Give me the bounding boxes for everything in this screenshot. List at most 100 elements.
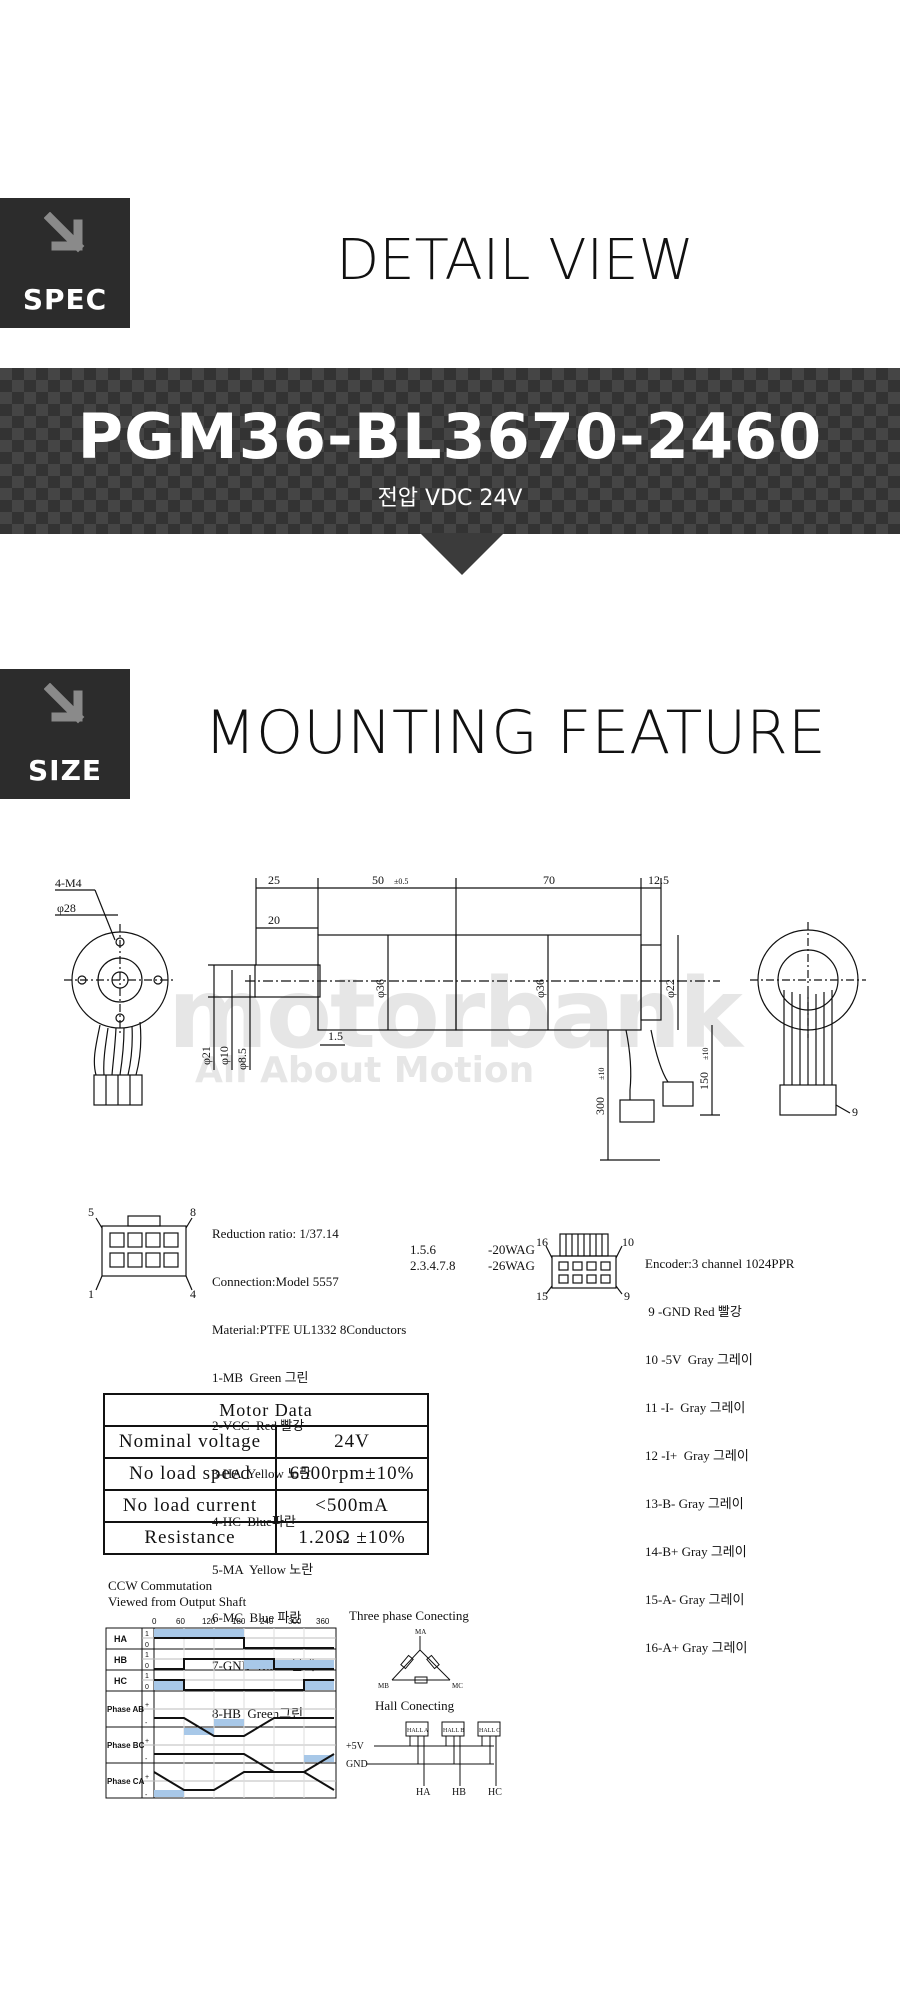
awg-value-2: -26WAG (488, 1258, 535, 1273)
row-label-phase-ca: Phase CA (107, 1777, 145, 1786)
pin-15-label: 15 (536, 1289, 548, 1302)
dim-phi10: φ10 (217, 1046, 231, 1065)
table-row: No load speed 6500rpm±10% (103, 1457, 429, 1491)
row-label-hb: HB (114, 1655, 127, 1665)
detail-view-title: DETAIL VIEW (336, 228, 694, 293)
pin-5-label: 5 (88, 1208, 94, 1219)
table-header-row: Motor Data (103, 1393, 429, 1427)
angle-label: 360 (316, 1617, 330, 1626)
dim-pm10b: ±10 (701, 1048, 710, 1060)
dim-4m4: 4-M4 (55, 876, 82, 890)
spec-line: 11 -I- Gray 그레이 (645, 1400, 746, 1415)
level-label: - (145, 1756, 148, 1763)
dim-phi8-5: φ8.5 (235, 1048, 249, 1070)
dim-phi21: φ21 (199, 1046, 213, 1065)
commutation-title-1: CCW Commutation (108, 1578, 213, 1593)
dim-70: 70 (543, 873, 555, 887)
spec-lines-right: Encoder:3 channel 1024PPR 9 -GND Red 빨강 … (645, 1224, 794, 1672)
row-label-phase-ab: Phase AB (107, 1705, 144, 1714)
awg-group-2: 2.3.4.7.8 (410, 1258, 456, 1273)
row-value: 24V (275, 1425, 429, 1459)
level-label: 0 (145, 1684, 149, 1691)
level-label: - (145, 1720, 148, 1727)
spec-line: 5-MA Yellow 노란 (212, 1562, 314, 1577)
hall-box-a: HALL A (407, 1728, 429, 1734)
mounting-feature-title: MOUNTING FEATURE (204, 698, 826, 768)
dim-300: 300 (593, 1097, 607, 1115)
spec-line: 9 -GND Red 빨강 (645, 1304, 742, 1319)
table-row: Nominal voltage 24V (103, 1425, 429, 1459)
dim-pm10a: ±10 (597, 1068, 606, 1080)
row-value: 6500rpm±10% (275, 1457, 429, 1491)
awg-value-1: -20WAG (488, 1242, 535, 1257)
spec-line: Material:PTFE UL1332 8Conductors (212, 1322, 407, 1337)
pin-1-label: 1 (88, 1287, 94, 1300)
table-row: Resistance 1.20Ω ±10% (103, 1521, 429, 1555)
pin-10-label: 10 (622, 1235, 634, 1249)
spec-line: Reduction ratio: 1/37.14 (212, 1226, 339, 1241)
commutation-diagram: 0 60 120 180 240 300 360 (105, 1617, 337, 1799)
watermark-slogan: All About Motion (195, 1050, 535, 1091)
dim-phi36a: φ36 (373, 979, 387, 998)
model-name: PGM36-BL3670-2460 (77, 400, 823, 473)
level-label: 0 (145, 1663, 149, 1670)
angle-label: 120 (202, 1617, 216, 1626)
table-row: No load current <500mA (103, 1489, 429, 1523)
hall-title: Hall Conecting (375, 1698, 455, 1713)
row-label: No load speed (103, 1457, 277, 1491)
level-label: - (145, 1792, 148, 1799)
connector-left-drawing: 5 8 1 4 (88, 1208, 196, 1300)
angle-label: 300 (288, 1617, 302, 1626)
model-banner (0, 368, 900, 534)
mb-label: MB (378, 1682, 389, 1690)
spec-line: 15-A- Gray 그레이 (645, 1592, 745, 1607)
spec-line: Encoder:3 channel 1024PPR (645, 1256, 795, 1271)
three-phase-diagram: MA MB MC (378, 1628, 463, 1690)
row-label: No load current (103, 1489, 277, 1523)
spec-line: 12 -I+ Gray 그레이 (645, 1448, 749, 1463)
level-label: + (145, 1774, 149, 1781)
dim-9: 9 (852, 1105, 858, 1119)
row-value: <500mA (275, 1489, 429, 1523)
row-label-hc: HC (114, 1676, 127, 1686)
spec-line: Connection:Model 5557 (212, 1274, 339, 1289)
commutation-title-2: Viewed from Output Shaft (108, 1594, 247, 1609)
banner-notch (420, 533, 504, 575)
dim-150: 150 (697, 1072, 711, 1090)
dim-12-5: 12.5 (648, 873, 669, 887)
row-label-phase-bc: Phase BC (107, 1741, 145, 1750)
three-phase-title: Three phase Conecting (349, 1608, 469, 1623)
dim-phi28: φ28 (57, 901, 76, 915)
pin-16-label: 16 (536, 1235, 548, 1249)
ma-label: MA (415, 1628, 426, 1636)
arrow-down-right-icon (44, 683, 85, 724)
dim-20: 20 (268, 913, 280, 927)
spec-line: 14-B+ Gray 그레이 (645, 1544, 747, 1559)
dim-phi22: φ22 (663, 979, 677, 998)
hb-label: HB (452, 1787, 466, 1796)
spec-line: 16-A+ Gray 그레이 (645, 1640, 748, 1655)
dim-25: 25 (268, 873, 280, 887)
dim-1-5: 1.5 (328, 1029, 343, 1043)
spec-line: 10 -5V Gray 그레이 (645, 1352, 753, 1367)
plus5v-label: +5V (346, 1741, 365, 1752)
hc-label: HC (488, 1787, 502, 1796)
connector-right-drawing: 16 10 15 9 (536, 1233, 634, 1302)
angle-label: 240 (260, 1617, 274, 1626)
gnd-label: GND (346, 1759, 368, 1770)
pin-4-label: 4 (190, 1287, 196, 1300)
level-label: + (145, 1738, 149, 1745)
level-label: 1 (145, 1631, 149, 1638)
row-value: 1.20Ω ±10% (275, 1521, 429, 1555)
dim-50: 50 (372, 873, 384, 887)
angle-label: 60 (176, 1617, 185, 1626)
row-label-ha: HA (114, 1634, 127, 1644)
pin-9-label: 9 (624, 1289, 630, 1302)
mc-label: MC (452, 1682, 463, 1690)
arrow-down-right-icon (44, 212, 85, 253)
level-label: 1 (145, 1673, 149, 1680)
dim-phi36b: φ36 (533, 979, 547, 998)
spec-line: 6-MC Blue 파란 (212, 1610, 302, 1625)
awg-group-1: 1.5.6 (410, 1242, 436, 1257)
dim-50-tol: ±0.5 (394, 877, 408, 886)
